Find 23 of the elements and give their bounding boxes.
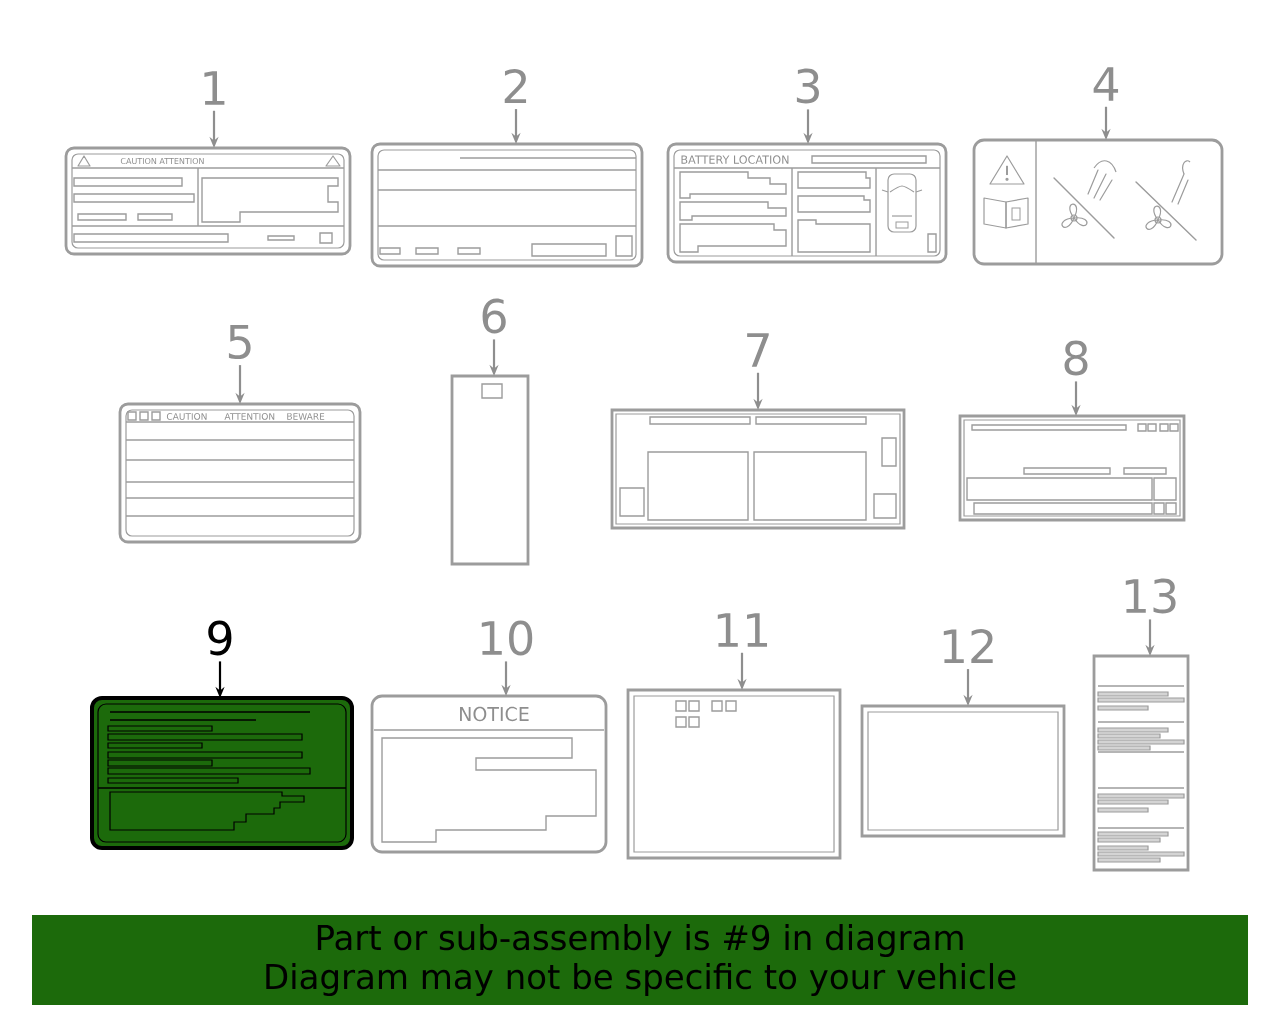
callout-number: 10 bbox=[481, 620, 533, 656]
callout-number: 7 bbox=[747, 333, 769, 367]
label-sticker bbox=[450, 374, 530, 566]
callout-number: 4 bbox=[1093, 67, 1119, 101]
label-sticker bbox=[860, 704, 1066, 838]
label-sticker: NOTICE bbox=[370, 694, 608, 854]
label-sticker bbox=[1092, 654, 1190, 872]
callout-number: 1 bbox=[204, 71, 225, 105]
callout-number: 12 bbox=[943, 628, 993, 664]
callout-number: 13 bbox=[1125, 578, 1176, 614]
label-sticker bbox=[90, 696, 354, 850]
label-sticker bbox=[370, 142, 644, 268]
label-sticker bbox=[610, 408, 906, 530]
callout-number: 3 bbox=[796, 68, 819, 104]
info-banner: Part or sub-assembly is #9 in diagram Diagram may not be specific to your vehicle bbox=[32, 915, 1248, 1005]
callout-number: 8 bbox=[1064, 340, 1088, 376]
callout-number: 2 bbox=[504, 68, 527, 104]
callout-number: 9 bbox=[208, 620, 232, 656]
callout-number: 11 bbox=[717, 613, 768, 647]
callout-number: 5 bbox=[228, 324, 251, 360]
label-sticker bbox=[626, 688, 842, 860]
label-sticker bbox=[958, 414, 1186, 522]
callout-number: 6 bbox=[482, 298, 506, 334]
